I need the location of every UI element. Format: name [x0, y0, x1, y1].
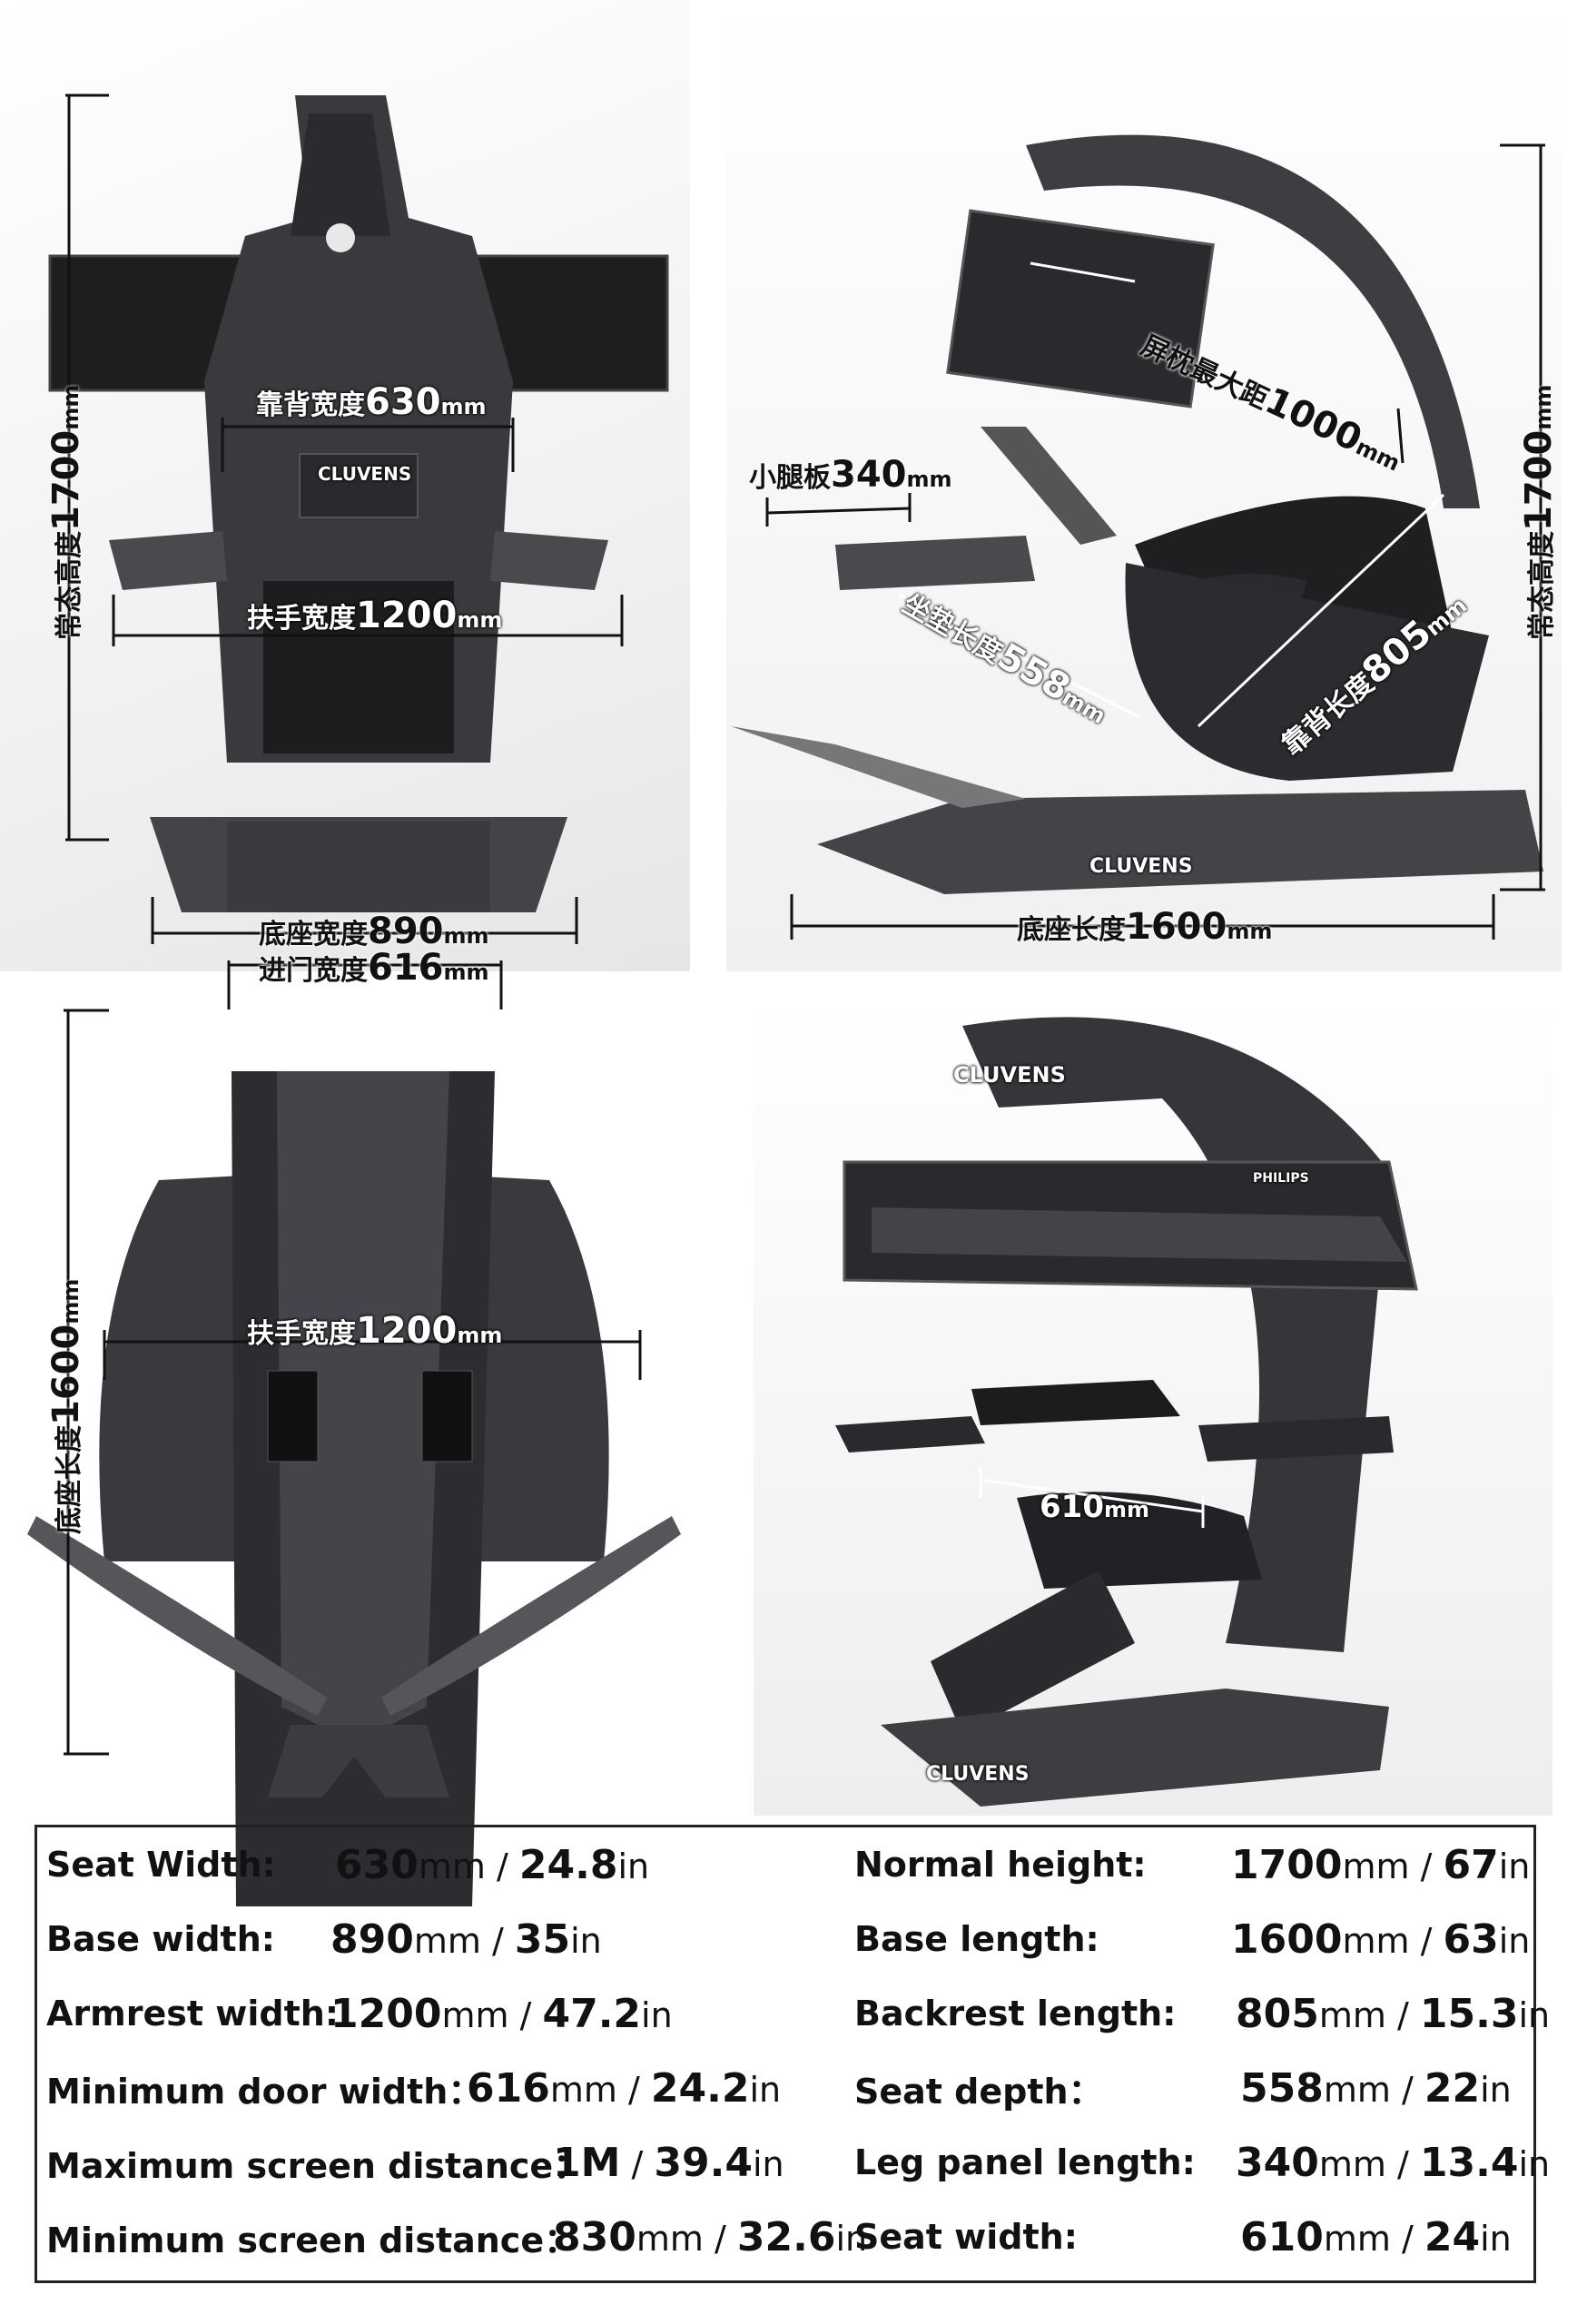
- side-dimension-lines: [765, 143, 1545, 940]
- perspective-logo-base: CLUVENS: [926, 1763, 1030, 1786]
- perspective-monitor-brand: PHILIPS: [1253, 1171, 1309, 1186]
- spec-label: Seat width:: [854, 2217, 1078, 2257]
- spec-value: 1200mm / 47.2in: [330, 1990, 673, 2037]
- spec-value: 1600mm / 63in: [1231, 1915, 1531, 1963]
- spec-label: Minimum screen distance：: [46, 2220, 579, 2260]
- spec-row-backrest-length: Backrest length: 805mm / 15.3in: [854, 1976, 1550, 2051]
- spec-value: 1700mm / 67in: [1231, 1841, 1531, 1888]
- spec-label: Normal height:: [854, 1845, 1147, 1885]
- perspective-logo-top: CLUVENS: [953, 1062, 1066, 1088]
- perspective-seat-dimension-line: [0, 0, 1587, 1816]
- front-backrest-width-label: 靠背宽度630mm: [256, 381, 487, 423]
- perspective-seat-width-label: 610mm: [1040, 1489, 1149, 1525]
- spec-row-leg-panel-length: Leg panel length: 340mm / 13.4in: [854, 2125, 1550, 2200]
- perspective-view-chair: [835, 1017, 1418, 1807]
- spec-value: 340mm / 13.4in: [1236, 2139, 1551, 2186]
- spec-row-seat-width-2: Seat width: 610mm / 24in: [854, 2200, 1512, 2274]
- side-base-length-label: 底座长度1600mm: [1017, 906, 1273, 948]
- spec-table: Seat Width: 630mm / 24.8in Base width: 8…: [34, 1825, 1550, 2283]
- spec-row-seat-width: Seat Width: 630mm / 24.8in: [46, 1827, 649, 1902]
- front-base-width-label: 底座宽度890mm: [259, 911, 489, 952]
- top-armrest-width-label: 扶手宽度1200mm: [247, 1310, 503, 1352]
- front-door-width-label: 进门宽度616mm: [259, 947, 489, 989]
- spec-label: Base width:: [46, 1919, 275, 1959]
- spec-label: Armrest width:: [46, 1994, 340, 2034]
- spec-row-door-width: Minimum door width： 616mm / 24.2in: [46, 2051, 781, 2125]
- top-view-chair: [27, 1071, 681, 1906]
- spec-row-base-length: Base length: 1600mm / 63in: [854, 1902, 1530, 1976]
- spec-label: Base length:: [854, 1919, 1099, 1959]
- spec-label: Maximum screen distance：: [46, 2145, 588, 2186]
- spec-value: 630mm / 24.8in: [335, 1841, 650, 1888]
- side-logo: CLUVENS: [1089, 855, 1193, 878]
- spec-value: 830mm / 32.6in: [553, 2213, 868, 2260]
- spec-label: Minimum door width：: [46, 2071, 483, 2112]
- spec-value: 890mm / 35in: [330, 1915, 602, 1963]
- spec-value: 616mm / 24.2in: [467, 2064, 782, 2112]
- spec-value: 805mm / 15.3in: [1236, 1990, 1551, 2037]
- front-height-dimension-line: [65, 94, 624, 1009]
- side-leg-panel-label: 小腿板340mm: [749, 454, 952, 496]
- spec-label: Seat Width:: [46, 1845, 276, 1885]
- spec-value: 1M / 39.4in: [553, 2139, 784, 2186]
- spec-label: Leg panel length:: [854, 2142, 1196, 2182]
- side-view-chair: [731, 134, 1543, 894]
- spec-value: 558mm / 22in: [1240, 2064, 1512, 2112]
- front-armrest-width-label: 扶手宽度1200mm: [247, 595, 503, 636]
- spec-row-min-screen-distance: Minimum screen distance： 830mm / 32.6in: [46, 2200, 867, 2274]
- spec-row-seat-depth: Seat depth： 558mm / 22in: [854, 2051, 1512, 2125]
- spec-row-armrest-width: Armrest width: 1200mm / 47.2in: [46, 1976, 673, 2051]
- spec-row-normal-height: Normal height: 1700mm / 67in: [854, 1827, 1530, 1902]
- spec-row-max-screen-distance: Maximum screen distance： 1M / 39.4in: [46, 2125, 784, 2200]
- spec-row-base-width: Base width: 890mm / 35in: [46, 1902, 602, 1976]
- spec-value: 610mm / 24in: [1240, 2213, 1512, 2260]
- front-view-chair: [48, 95, 669, 912]
- top-dimension-lines: [64, 1009, 642, 1756]
- spec-label: Backrest length:: [854, 1994, 1177, 2034]
- spec-label: Seat depth：: [854, 2071, 1103, 2112]
- front-logo: CLUVENS: [318, 463, 412, 485]
